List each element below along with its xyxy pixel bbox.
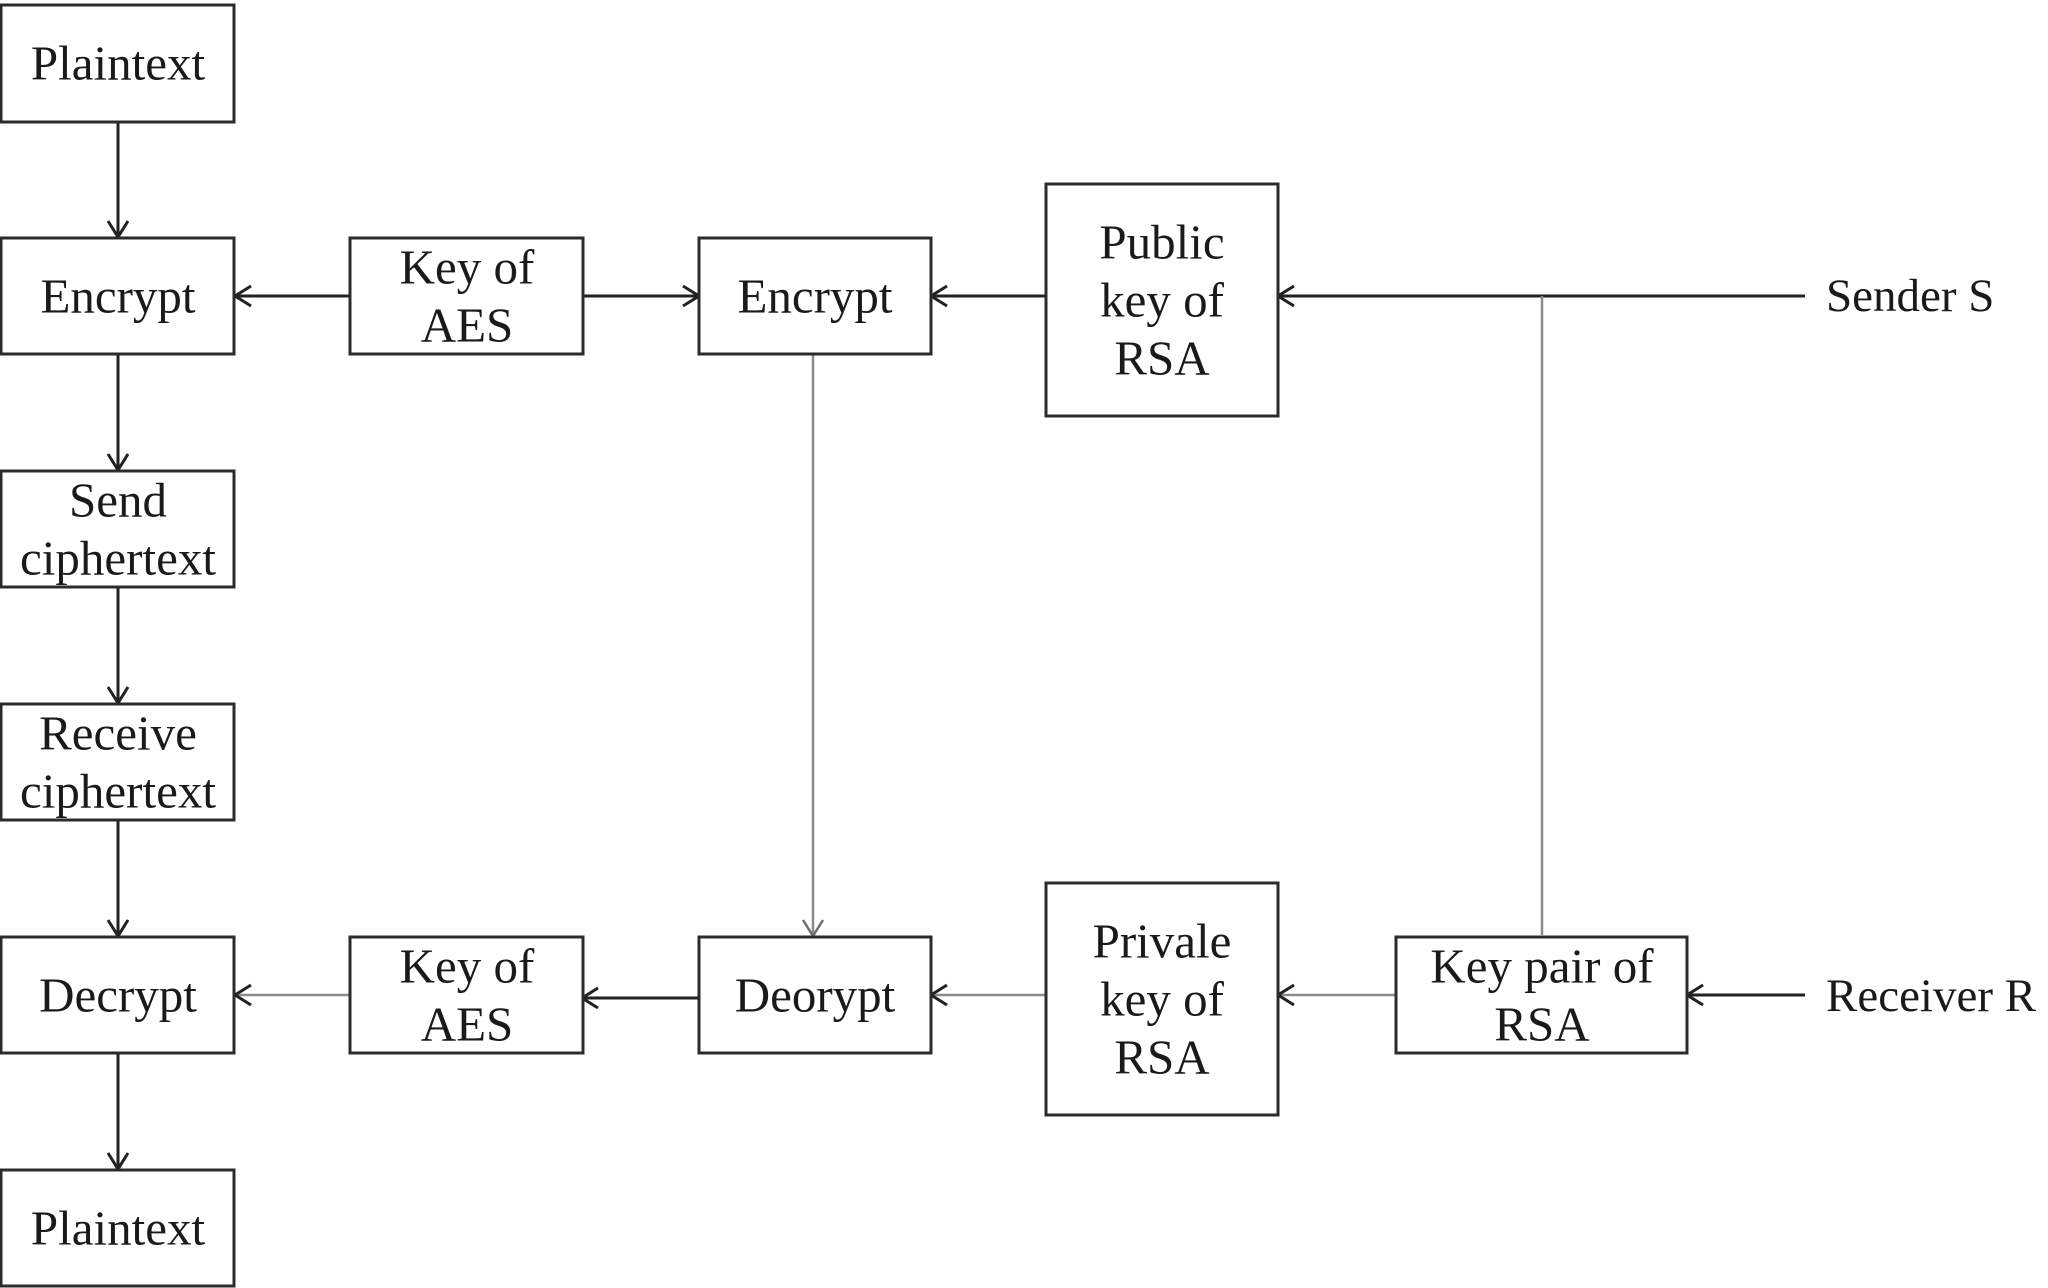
node-label-line: Encrypt [40,269,195,324]
node-label-line: RSA [1114,331,1210,386]
node-label-line: Privale [1093,914,1232,969]
node-decrypt-left: Decrypt [0,935,236,1055]
node-label-line: Deorypt [735,968,896,1023]
node-plaintext-bottom: Plaintext [0,1168,236,1288]
node-label-line: AES [421,997,514,1052]
receiver-label: Receiver R [1826,970,2037,1022]
node-label-line: Key pair of [1430,939,1654,994]
node-label-line: Plaintext [31,36,206,91]
node-label-line: Public [1099,215,1224,270]
node-plaintext-top: Plaintext [0,3,236,124]
sender-label: Sender S [1826,270,1994,322]
edges [106,122,1805,1172]
node-label-line: Key of [400,240,535,295]
node-label-line: Receive [39,706,197,761]
node-label-line: ciphertext [20,531,216,586]
node-label-line: RSA [1494,997,1590,1052]
node-label-line: Encrypt [737,269,892,324]
node-label-line: AES [421,298,514,353]
node-label-line: ciphertext [20,764,216,819]
node-label-line: RSA [1114,1030,1210,1085]
node-encrypt-left: Encrypt [0,236,236,356]
node-label-line: Decrypt [39,968,197,1023]
node-label-line: key of [1100,273,1224,328]
node-decrypt-mid: Deorypt [697,935,933,1055]
node-label-line: Key of [400,939,535,994]
node-label-line: Send [69,473,167,528]
node-encrypt-mid: Encrypt [697,236,933,356]
node-label-line: key of [1100,972,1224,1027]
node-label-line: Plaintext [31,1201,206,1256]
